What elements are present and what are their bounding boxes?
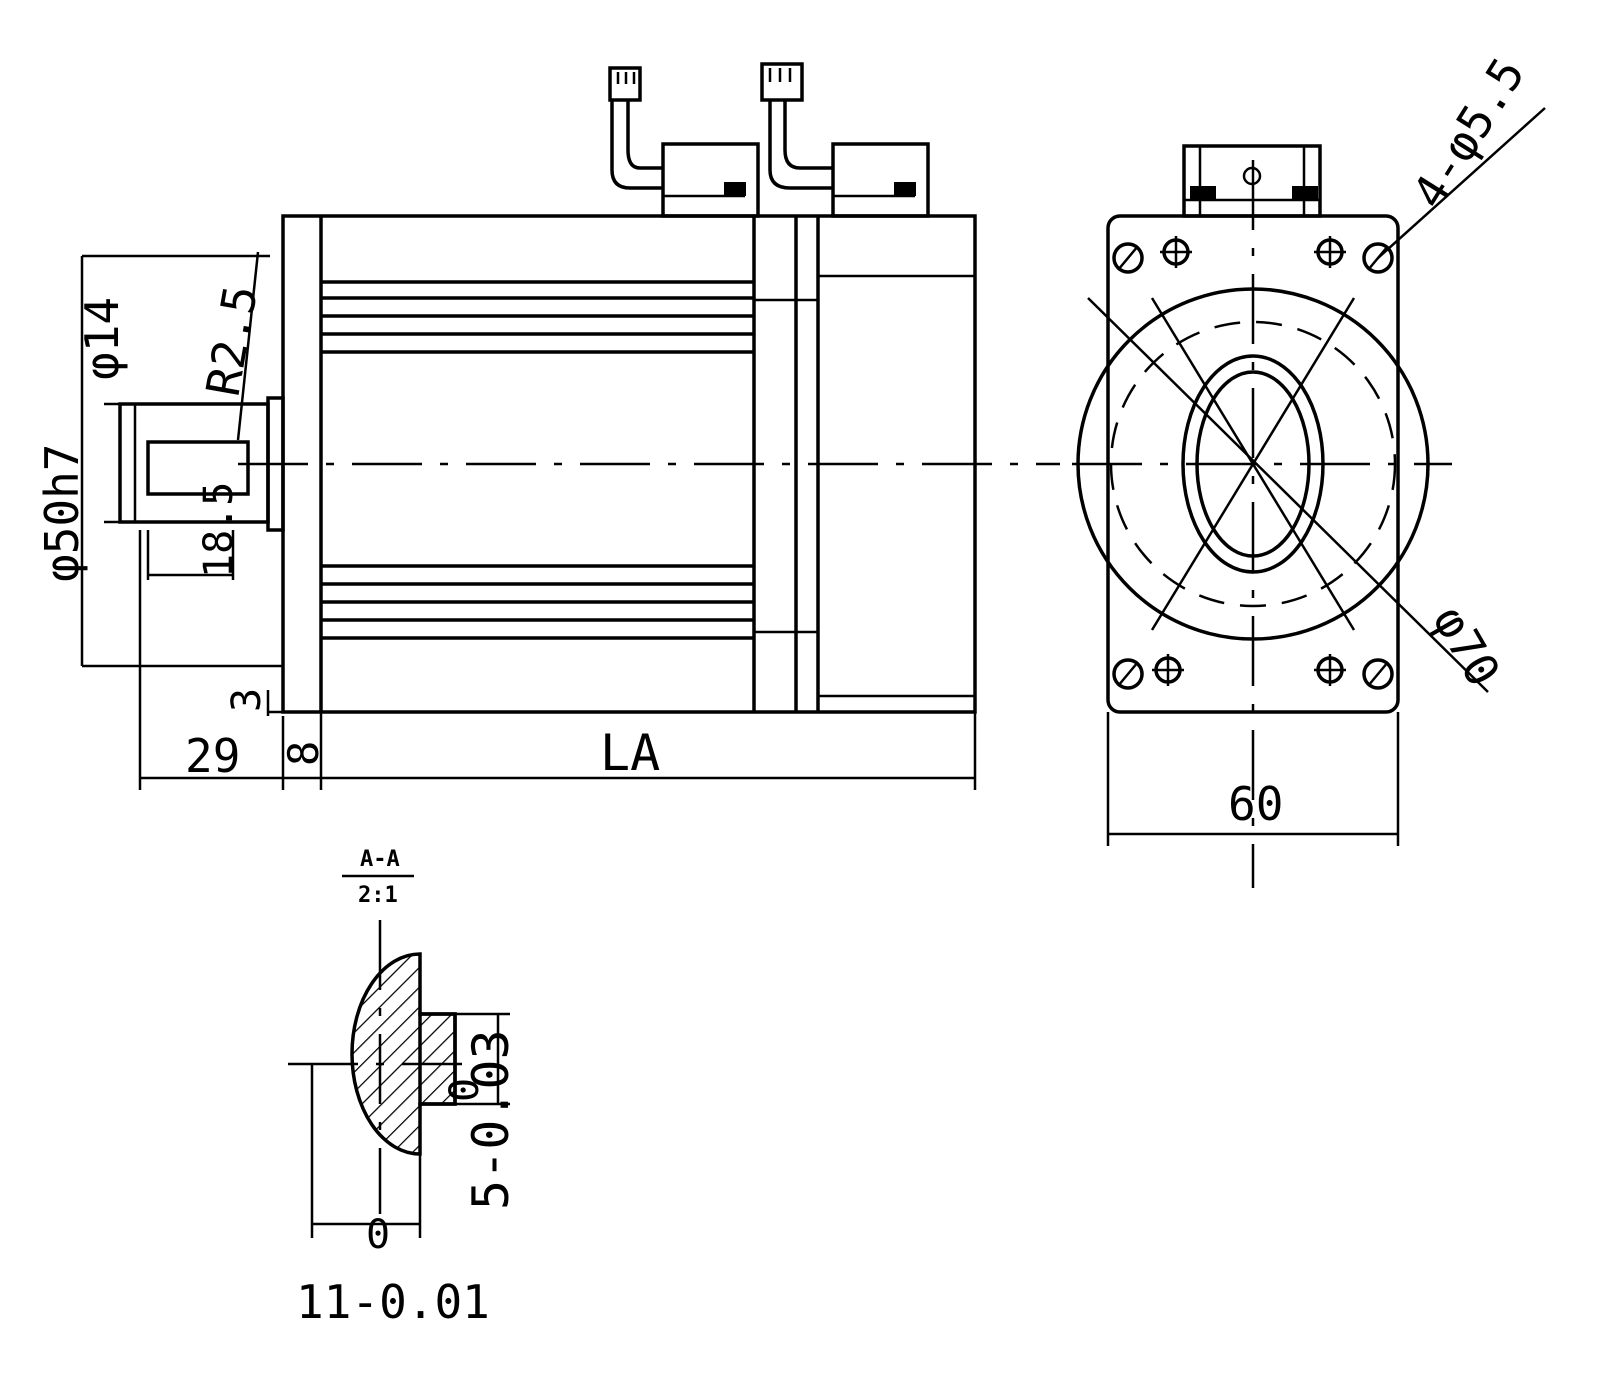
hole-leader: [1377, 107, 1546, 259]
shaft-dia-label: φ14: [75, 297, 129, 380]
power-connector: [608, 66, 760, 218]
section-scale-label: 2:1: [358, 883, 398, 908]
encoder-connector: [760, 62, 930, 218]
key-slot: [418, 1012, 457, 1106]
side-view: φ50h7 φ14 R2.5 18.5 3 29 8 LA: [35, 62, 1060, 790]
pilot-dia-label: φ50h7: [35, 444, 89, 582]
key-depth-label: 11-0.01: [296, 1275, 490, 1329]
key-length-label: 18.5: [196, 482, 242, 578]
flange-thickness-label: 8: [279, 741, 328, 766]
shaft-keyway: [146, 440, 250, 496]
section-aa: A-A 2:1 5-0.03 0 11-0.01 0: [288, 847, 520, 1329]
zero-bottom-label: 0: [366, 1212, 390, 1258]
step-label: 3: [224, 688, 270, 712]
pcd-label: φ70: [1422, 597, 1510, 696]
section-name-label: A-A: [360, 847, 400, 872]
body-length-label: LA: [600, 724, 660, 782]
square-label: 60: [1228, 777, 1283, 831]
mount-holes: [1112, 242, 1394, 690]
front-view: 4-φ5.5 φ70 60: [1072, 48, 1546, 888]
pcd-leader: [1087, 297, 1489, 693]
shaft-length-label: 29: [185, 729, 240, 783]
zero-top-label: 0: [442, 1078, 488, 1102]
cooling-fins-top: [321, 280, 754, 354]
side-dimensions: [80, 251, 977, 790]
key-width-label: 5-0.03: [462, 1029, 520, 1210]
cooling-fins-bottom: [321, 564, 754, 640]
shaft-cross-section: [350, 952, 457, 1156]
screw-heads: [1152, 236, 1346, 686]
fillet-label: R2.5: [196, 281, 268, 399]
